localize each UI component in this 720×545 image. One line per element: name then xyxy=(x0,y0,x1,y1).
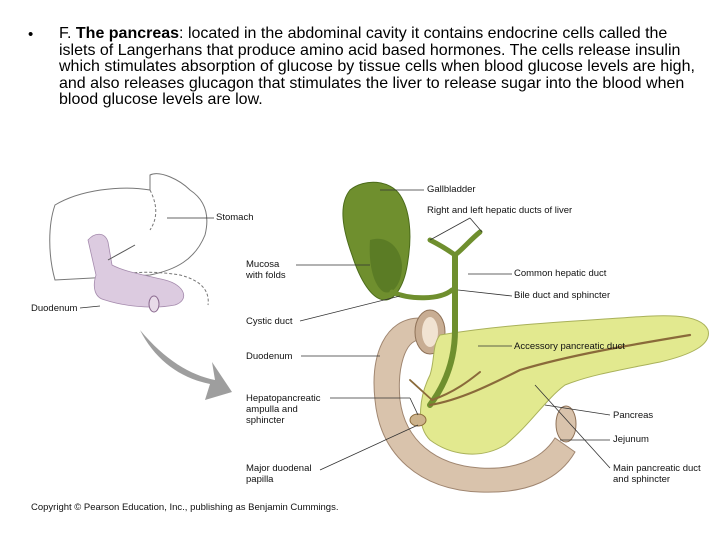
label-jejunum: Jejunum xyxy=(613,434,649,445)
label-gallbladder: Gallbladder xyxy=(427,184,476,195)
label-hepatic-ducts: Right and left hepatic ducts of liver xyxy=(427,205,573,216)
zoom-arrow-icon xyxy=(140,330,232,400)
pancreas-illustration xyxy=(420,315,709,455)
label-hepatopancreatic-ampulla: Hepatopancreatic ampulla and sphincter xyxy=(246,393,321,426)
label-major-papilla: Major duodenal papilla xyxy=(246,463,312,485)
duct-system xyxy=(389,229,692,408)
copyright-notice: Copyright © Pearson Education, Inc., pub… xyxy=(31,502,339,513)
label-pancreas: Pancreas xyxy=(613,410,654,421)
leader-lines xyxy=(79,189,611,471)
overview-pancreas xyxy=(87,233,185,313)
heading-prefix: F. xyxy=(59,25,76,42)
label-duodenum-small: Duodenum xyxy=(31,303,78,314)
label-duodenum: Duodenum xyxy=(246,351,293,362)
label-main-pancreatic-duct: Main pancreatic duct and sphincter xyxy=(613,463,701,485)
bullet-glyph: • xyxy=(28,26,34,43)
pancreas-description: F. The pancreas: located in the abdomina… xyxy=(59,25,699,109)
label-bile-duct: Bile duct and sphincter xyxy=(514,290,611,301)
label-cystic-duct: Cystic duct xyxy=(246,316,293,327)
label-accessory-duct: Accessory pancreatic duct xyxy=(514,341,625,352)
label-stomach: Stomach xyxy=(216,212,254,223)
anatomy-illustration xyxy=(49,173,709,493)
body-text: : located in the abdominal cavity it con… xyxy=(59,25,695,108)
heading-term: The pancreas xyxy=(75,25,180,42)
label-mucosa: Mucosa with folds xyxy=(246,259,286,281)
label-common-hepatic-duct: Common hepatic duct xyxy=(514,268,607,279)
pancreas-anatomy-figure: Stomach Duodenum Gallbladder Right and l… xyxy=(0,170,720,540)
